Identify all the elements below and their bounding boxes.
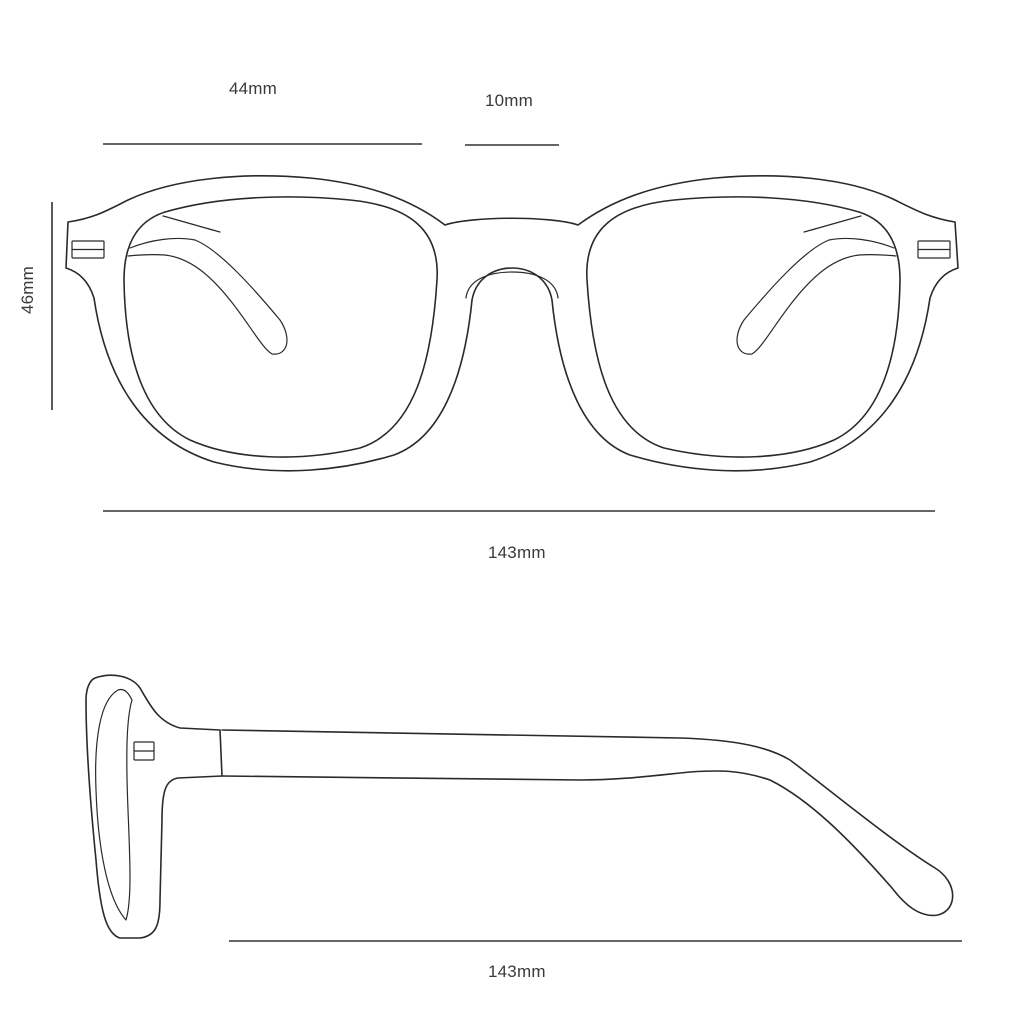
left-temple-top-line [162,215,221,233]
right-temple-top-line [803,215,862,233]
frame-width-label: 143mm [488,543,546,562]
side-lens-edge [95,688,133,921]
side-temple-arm [221,729,954,917]
side-view [85,674,954,939]
front-frame-outline [65,175,959,472]
bridge-inner-curve [465,271,559,299]
right-temple-through-lens [736,237,897,355]
side-hinge-rivet [133,741,155,761]
left-temple-through-lens [127,237,288,355]
front-view [65,175,959,472]
left-hinge-rivet [71,240,105,259]
lens-width-label: 44mm [229,79,278,98]
left-lens [123,196,438,458]
right-hinge-rivet [917,240,951,259]
bridge-width-label: 10mm [485,91,534,110]
side-frame-outline [85,674,223,939]
temple-length-label: 143mm [488,962,546,981]
right-lens [586,196,901,458]
lens-height-label: 46mm [18,265,38,315]
